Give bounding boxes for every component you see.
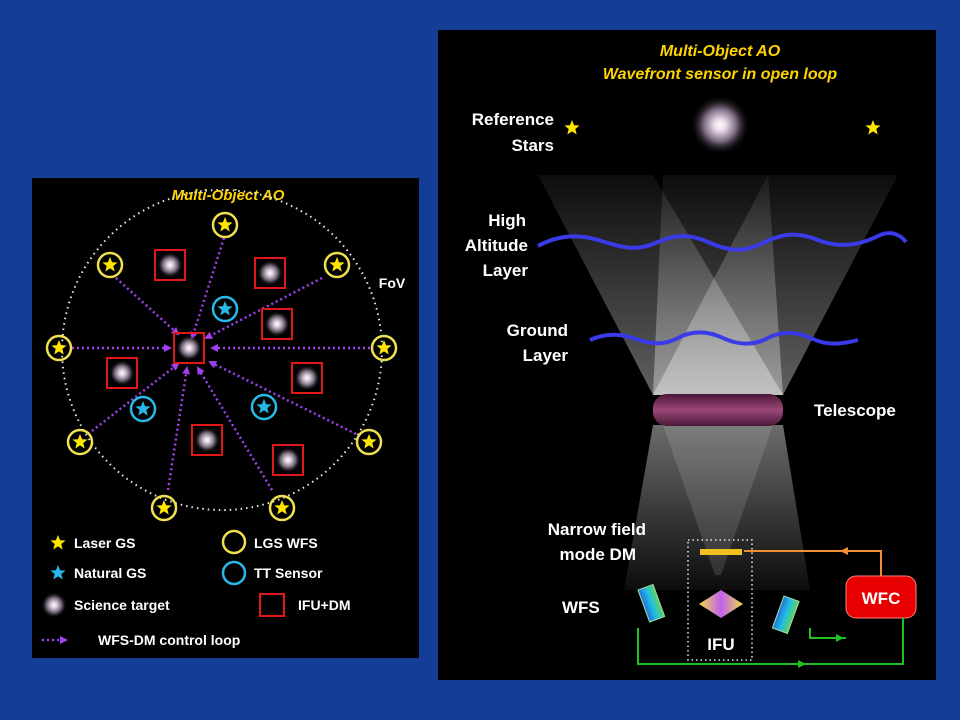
ifu-enclosure [687,539,753,661]
beam-galaxy [653,175,783,395]
legend-lgs-wfs: LGS WFS [254,535,318,551]
fov-diagram-svg: Multi-Object AO FoV [41,187,406,648]
ground-layer-line2: Layer [523,346,569,365]
loop-arrow [196,366,274,491]
tt-sensor-legend-icon [221,560,247,586]
ifu-target [191,424,223,456]
lgs-star [268,494,296,522]
ifu-target [254,257,286,289]
right-title-line2: Wavefront sensor in open loop [603,66,838,83]
telescope-lens [653,394,783,426]
ifu-target [106,357,138,389]
high-layer-line3: Layer [483,261,529,280]
ifu-dm-legend-icon [259,593,285,617]
lgs-star [355,428,383,456]
reference-star-left-icon [564,120,580,135]
reference-label-line2: Stars [511,136,554,155]
legend-control-loop: WFS-DM control loop [98,632,240,648]
high-altitude-turbulence [537,231,908,252]
ifu-targets [106,249,323,476]
light-beams [538,175,898,590]
ifu-target [261,308,293,340]
high-layer-line1: High [488,211,526,230]
tt-sensor-star [250,393,278,421]
tt-sensor-star [211,295,239,323]
left-title: Multi-Object AO [172,187,285,204]
ifu-element [699,590,743,618]
legend-natural-gs: Natural GS [74,565,146,581]
ifu-target [272,444,304,476]
deformable-mirror [700,549,742,555]
ifu-target-central [173,332,205,364]
fov-label: FoV [379,275,406,291]
legend-ifu-dm: IFU+DM [298,597,351,613]
lgs-star [370,334,398,362]
wfs-right-to-wfc-line [809,628,844,642]
laser-guide-stars [45,211,398,522]
loop-arrow [190,237,226,340]
dm-label-line2: mode DM [560,545,637,564]
moao-fov-diagram: Multi-Object AO FoV [32,178,419,658]
legend: Laser GS LGS WFS Natural GS TT Sensor Sc… [41,529,351,648]
ifu-label: IFU [707,635,734,654]
moao-open-loop-diagram: Multi-Object AO Wavefront sensor in open… [438,30,936,680]
laser-gs-legend-icon [50,535,66,550]
natural-guide-stars [129,295,278,423]
telescope-label: Telescope [814,401,896,420]
lgs-star [96,251,124,279]
wfs-left [637,583,666,623]
wfs-left-to-wfc-line [637,618,904,665]
beam-to-dm [663,425,773,575]
wfc-label: WFC [862,589,901,608]
beam-below-telescope [624,425,810,590]
ifu-target [291,362,323,394]
fov-circle [61,189,383,511]
dm-label-line1: Narrow field [548,520,646,539]
high-layer-line2: Altitude [465,236,528,255]
legend-tt-sensor: TT Sensor [254,565,323,581]
wfs-left-to-wfc-arrowhead [798,660,806,668]
ifu-target [154,249,186,281]
ground-layer-turbulence [589,330,859,346]
wfc-to-dm-line [840,547,882,576]
loop-arrow [166,366,191,491]
science-target-legend-icon [41,592,67,618]
loop-arrow [87,362,180,435]
legend-laser-gs: Laser GS [74,535,135,551]
natural-gs-legend-icon [50,565,66,580]
loop-arrow [208,360,357,436]
wfs-label: WFS [562,598,600,617]
reference-label-line1: Reference [472,110,554,129]
ground-layer-line1: Ground [507,321,568,340]
lgs-wfs-legend-icon [221,529,247,555]
lgs-star [45,334,73,362]
lgs-star [66,428,94,456]
galaxy-target-icon [690,95,750,155]
legend-science-target: Science target [74,597,170,613]
wfs-right [771,595,800,635]
reference-star-right-icon [865,120,881,135]
loop-arrow [115,277,180,336]
lgs-star [323,251,351,279]
open-loop-diagram-svg: Multi-Object AO Wavefront sensor in open… [465,43,917,668]
lgs-star [211,211,239,239]
lgs-star [150,494,178,522]
right-title-line1: Multi-Object AO [660,43,781,60]
tt-sensor-star [129,395,157,423]
